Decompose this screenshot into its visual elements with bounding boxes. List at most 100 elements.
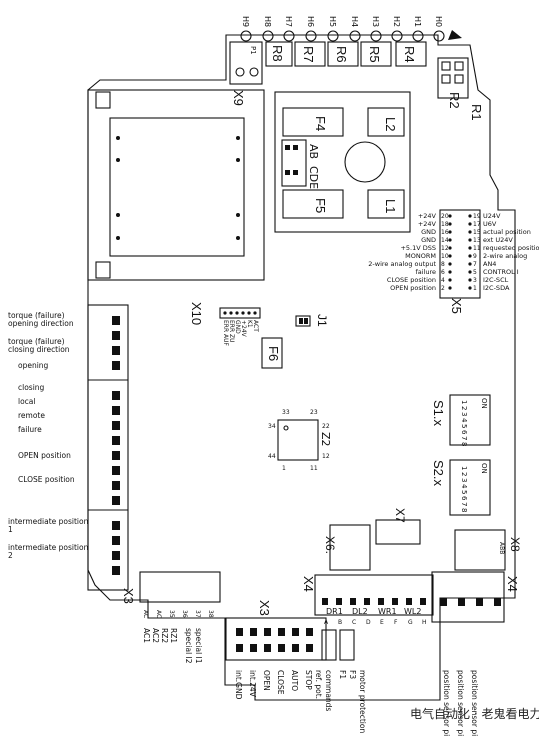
bottom-label: position sensor pin 1 (470, 670, 479, 736)
x4-letter: G (408, 619, 413, 626)
side-label: intermediate position (8, 517, 89, 526)
watermark: 电气自动化 · 老鬼看电力 (410, 706, 539, 721)
dr-label: DR1 (326, 607, 343, 616)
x8-sub-label: ABB (498, 542, 505, 554)
x5-left-label: GND (421, 228, 436, 236)
bottom-label: position sensor pin 2 (456, 670, 465, 736)
h-label: H7 (284, 16, 293, 27)
bottom-label: OPEN (262, 670, 271, 691)
bottom-label: RZ1 (169, 628, 178, 643)
dip-switch-s2 (449, 459, 491, 516)
ic-pin-1: 1 (282, 465, 286, 472)
x5-pin-number: 20 (441, 213, 449, 220)
x5-right-label: I2C-SCL (483, 276, 509, 284)
h-label: H9 (241, 16, 250, 27)
dip-s1-number: 8 (460, 442, 468, 446)
x3-pin-label: AC (155, 610, 162, 618)
board-outline (87, 34, 516, 701)
x5-left-label: failure (415, 268, 436, 276)
relay-r8 (265, 41, 293, 67)
dip-s2-number: 1 (460, 466, 468, 470)
bottom-label: STOP (304, 670, 313, 690)
h-label: H5 (328, 16, 337, 27)
x10-pin-label: ERR ZU (228, 320, 235, 343)
x5-right-label: 2-wire analog (483, 252, 527, 260)
connector-x9 (229, 41, 263, 85)
f4-label: F4 (313, 116, 328, 131)
x5-label: X5 (449, 298, 464, 314)
ab-label: AB (307, 144, 320, 159)
x5-pin-number: 3 (473, 277, 477, 284)
x5-left-label: +24V (418, 220, 437, 228)
x9-label: X9 (231, 90, 246, 106)
x5-pin-number: 14 (441, 237, 449, 244)
bottom-label: commands (324, 670, 333, 711)
bottom-label: F3 (348, 670, 357, 679)
x5-right-label: ext U24V (483, 236, 513, 244)
bottom-label: int.GND (234, 670, 243, 700)
z2-label: Z2 (319, 432, 332, 447)
dr-label: DL2 (352, 607, 368, 616)
x5-left-label: MONORM (405, 252, 436, 260)
h-label: H2 (392, 16, 401, 27)
l2-label: L2 (383, 117, 398, 131)
dip-s2-number: 5 (460, 490, 468, 494)
x10-pin-label: ACT (252, 320, 259, 332)
x5-pin-number: 2 (441, 285, 445, 292)
x10-pin-label: ERR AUF (222, 320, 229, 347)
x7-label: X7 (393, 508, 407, 523)
x5-pin-number: 8 (441, 261, 445, 268)
j1-label: J1 (315, 314, 329, 327)
x3-pin-label: 36 (181, 610, 188, 618)
x5-pin-number: 6 (441, 269, 445, 276)
s2-label: S2.x (431, 460, 446, 487)
side-label: opening (18, 361, 49, 370)
dip-s2-number: 4 (460, 484, 468, 489)
x4-mid-label: X4 (301, 576, 316, 592)
fuse-f3 (339, 629, 355, 661)
s1-label: S1.x (431, 400, 446, 427)
bottom-label: special I1 (194, 628, 203, 664)
x4-right-label: X4 (505, 576, 520, 592)
x5-pin-number: 10 (441, 253, 449, 260)
terminal-x3-small (139, 571, 221, 603)
bottom-label: motor protection (358, 670, 367, 733)
terminal-x4-mid (314, 574, 434, 616)
x5-right-label: AN4 (483, 260, 496, 268)
side-label: CLOSE position (18, 475, 75, 484)
x3-pin-label: 38 (207, 610, 214, 618)
jumper-j1 (295, 315, 311, 327)
relay-r7-label: R7 (301, 46, 316, 63)
x10-pin-label: GND (234, 320, 241, 334)
h-label: H4 (350, 16, 359, 27)
side-label: closing (18, 383, 45, 392)
x4-letter: H (422, 619, 427, 626)
side-label: closing direction (8, 345, 70, 354)
terminal-x4-right (431, 571, 505, 623)
x5-pin-number: 5 (473, 269, 477, 276)
relay-r7 (294, 41, 326, 67)
dip-s1-number: 5 (460, 424, 468, 428)
side-label: remote (18, 411, 45, 420)
fuse-f6 (261, 337, 283, 369)
x10-label: X10 (189, 302, 204, 325)
x5-right-label: U6V (483, 220, 497, 228)
x5-pin-number: 13 (473, 237, 481, 244)
bottom-label: AUTO (290, 670, 299, 691)
x10-pin-label: +24V (240, 320, 247, 338)
x3-pin-label: 35 (168, 610, 175, 618)
dip-s1-number: 6 (460, 430, 468, 435)
dip-s2-number: 8 (460, 508, 468, 512)
dip-s1-number: 1 (460, 400, 468, 404)
left-terminal-block (87, 304, 129, 591)
x5-pin-number: 19 (473, 213, 481, 220)
dip-s2-number: 3 (460, 478, 468, 482)
bottom-label: RZ2 (160, 628, 169, 643)
x5-left-label: 2-wire analog output (368, 260, 436, 268)
side-label: opening direction (8, 319, 74, 328)
x5-pin-number: 17 (473, 221, 481, 228)
